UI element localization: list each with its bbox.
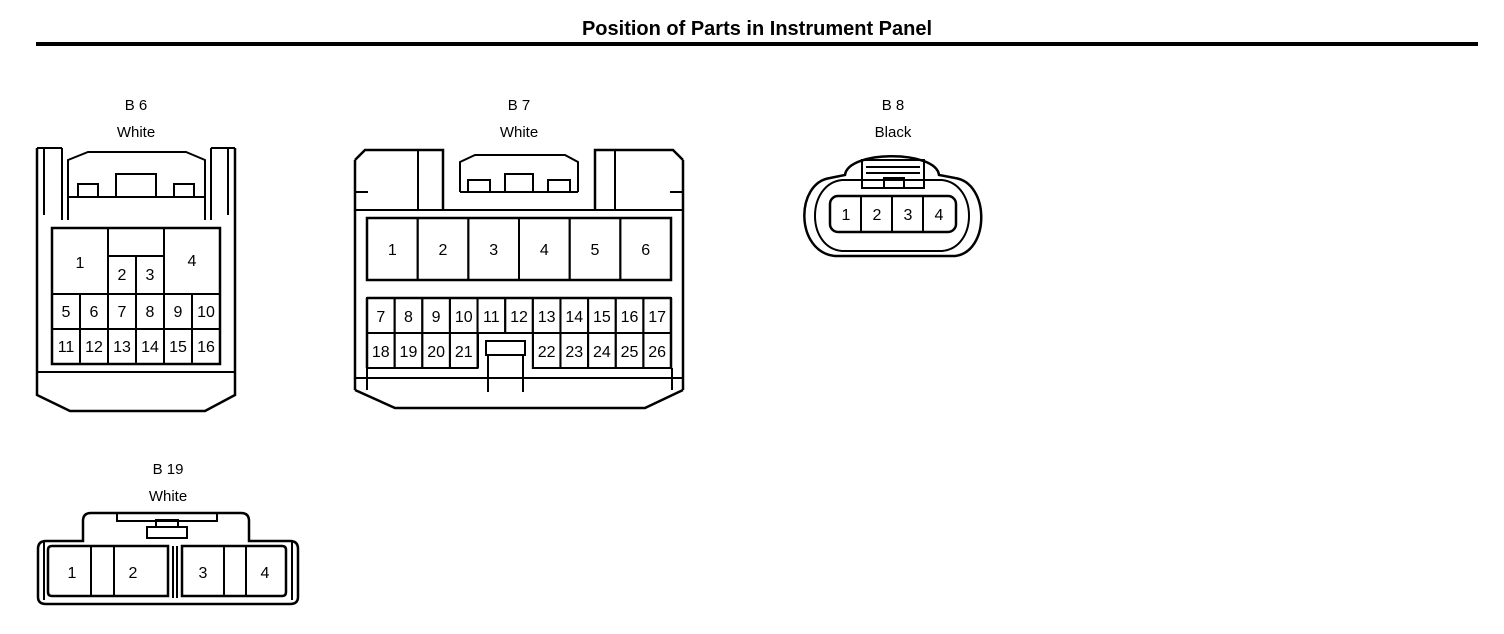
- b7-pin-label: 13: [538, 309, 556, 326]
- b19-pin: 3: [199, 565, 208, 582]
- b8-pin-label: 2: [873, 207, 882, 224]
- b7-pin-label: 21: [455, 344, 473, 361]
- b7-color-label: White: [499, 124, 539, 141]
- page-title: Position of Parts in Instrument Panel: [581, 18, 933, 40]
- b8-pin: 4: [935, 207, 944, 224]
- b7-pin-label: 23: [565, 344, 583, 361]
- b7-pin: 21: [448, 332, 479, 369]
- b19-pin-label: 3: [199, 565, 208, 582]
- b6-pin-label: 9: [174, 304, 183, 321]
- b7-pin-label: 22: [538, 344, 556, 361]
- b8-pin-label: 4: [935, 207, 944, 224]
- b6-pin-label: 5: [62, 304, 71, 321]
- b6-code-label: B 6: [124, 97, 148, 114]
- b8-pin-label: 3: [904, 207, 913, 224]
- b19-code-label: B 19: [152, 461, 184, 478]
- b7-pin-label: 11: [483, 309, 500, 326]
- b7-pin-label: 20: [427, 344, 445, 361]
- b6-pin-label: 6: [90, 304, 99, 321]
- b7-pin: 6: [619, 217, 672, 281]
- b8-code-label: B 8: [881, 97, 905, 114]
- b7-pin-label: 12: [510, 309, 528, 326]
- b7-pin-label: 18: [372, 344, 390, 361]
- b19-pin: 4: [261, 565, 270, 582]
- b8-pin-dividers: [860, 196, 924, 232]
- b7-pin-label: 5: [591, 242, 600, 259]
- b19-pin-label: 2: [129, 565, 138, 582]
- b6-pin: 16: [191, 328, 221, 365]
- b19-pin-dividers: [90, 546, 247, 596]
- b6-pin-label: 8: [146, 304, 155, 321]
- b19-color-label: White: [148, 488, 188, 505]
- b6-pin-label: 15: [169, 339, 187, 356]
- b8-pin-label: 1: [842, 207, 851, 224]
- b6-pin-label: 12: [85, 339, 103, 356]
- b6-pin-label: 1: [76, 255, 85, 272]
- b6-pin-label: 11: [58, 339, 75, 356]
- b6-pin-label: 10: [197, 304, 215, 321]
- b7-pin-label: 1: [388, 242, 397, 259]
- b7-pin-label: 19: [400, 344, 418, 361]
- b7-pin-label: 9: [432, 309, 441, 326]
- b19-pin: 1: [68, 565, 77, 582]
- b6-pin-label: 3: [146, 267, 155, 284]
- b19-pin-label: 4: [261, 565, 270, 582]
- b19-pin: 2: [129, 565, 138, 582]
- b8-pin: 1: [842, 207, 851, 224]
- b19-housing: [36, 511, 300, 606]
- b6-color-label: White: [116, 124, 156, 141]
- b7-pin-label: 7: [376, 309, 385, 326]
- b6-pin-label: 2: [118, 267, 127, 284]
- b7-pin-label: 15: [593, 309, 611, 326]
- b7-pin-label: 17: [648, 309, 666, 326]
- b6-pin-label: 4: [188, 253, 197, 270]
- b7-pin-label: 2: [439, 242, 448, 259]
- b7-code-label: B 7: [507, 97, 531, 114]
- b7-pin-label: 3: [489, 242, 498, 259]
- title-rule: [36, 42, 1478, 46]
- b6-pin-label: 7: [118, 304, 127, 321]
- b19-pin-label: 1: [68, 565, 77, 582]
- b7-pin-label: 10: [455, 309, 473, 326]
- b8-color-label: Black: [874, 124, 912, 141]
- b7-pin-label: 14: [565, 309, 583, 326]
- b7-pin-label: 4: [540, 242, 549, 259]
- b7-pin-label: 25: [621, 344, 639, 361]
- b7-pin: 26: [642, 332, 673, 369]
- b6-pin-label: 16: [197, 339, 215, 356]
- b7-pin-label: 26: [648, 344, 666, 361]
- b6-pin-label: 14: [141, 339, 159, 356]
- b7-pin-label: 16: [621, 309, 639, 326]
- b7-pin-label: 6: [641, 242, 650, 259]
- b7-pin-label: 8: [404, 309, 413, 326]
- b6-pin-label: 13: [113, 339, 131, 356]
- b7-pin-label: 24: [593, 344, 611, 361]
